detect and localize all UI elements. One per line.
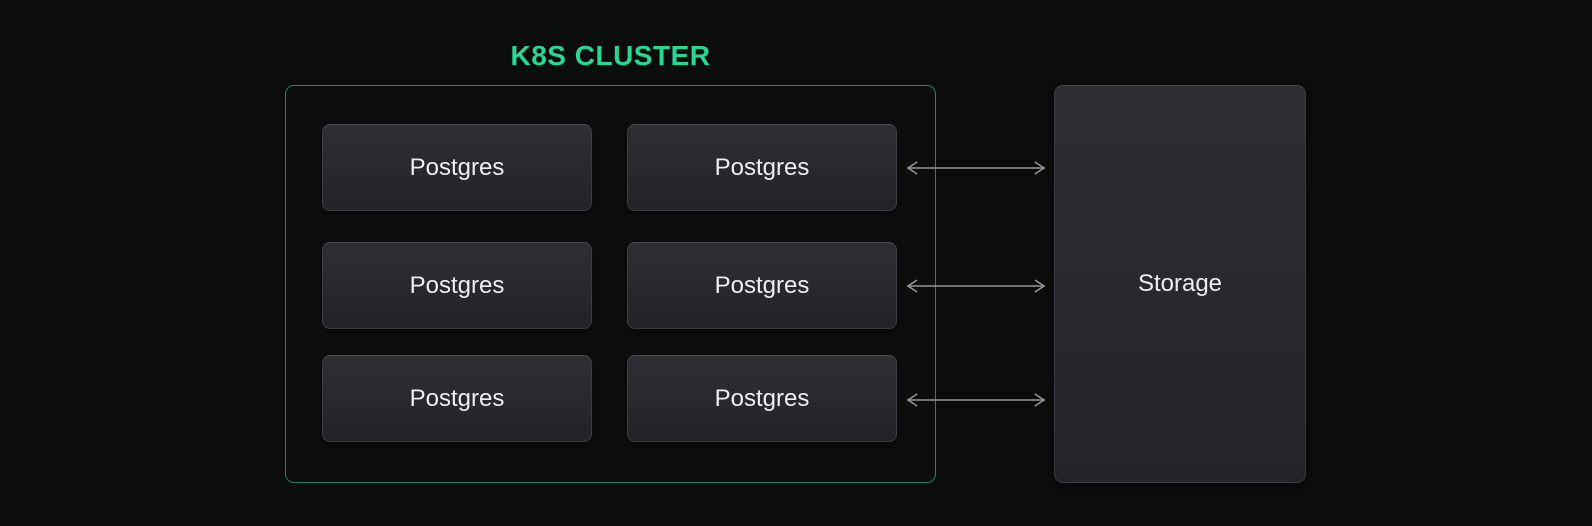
postgres-node: Postgres bbox=[627, 242, 897, 329]
postgres-node-label: Postgres bbox=[714, 153, 810, 181]
storage-node-label: Storage bbox=[1137, 270, 1223, 297]
postgres-node: Postgres bbox=[322, 242, 592, 329]
postgres-node: Postgres bbox=[627, 124, 897, 211]
postgres-node: Postgres bbox=[322, 124, 592, 211]
postgres-node-label: Postgres bbox=[714, 271, 810, 299]
postgres-node-label: Postgres bbox=[714, 384, 810, 412]
bidirectional-arrow-icon bbox=[906, 393, 1046, 407]
postgres-node: Postgres bbox=[322, 355, 592, 442]
bidirectional-arrow-icon bbox=[906, 161, 1046, 175]
storage-node: Storage bbox=[1054, 85, 1306, 483]
postgres-node-label: Postgres bbox=[409, 153, 505, 181]
postgres-node: Postgres bbox=[627, 355, 897, 442]
postgres-node-label: Postgres bbox=[409, 271, 505, 299]
bidirectional-arrow-icon bbox=[906, 279, 1046, 293]
cluster-title: K8S CLUSTER bbox=[510, 40, 711, 71]
postgres-node-label: Postgres bbox=[409, 384, 505, 412]
